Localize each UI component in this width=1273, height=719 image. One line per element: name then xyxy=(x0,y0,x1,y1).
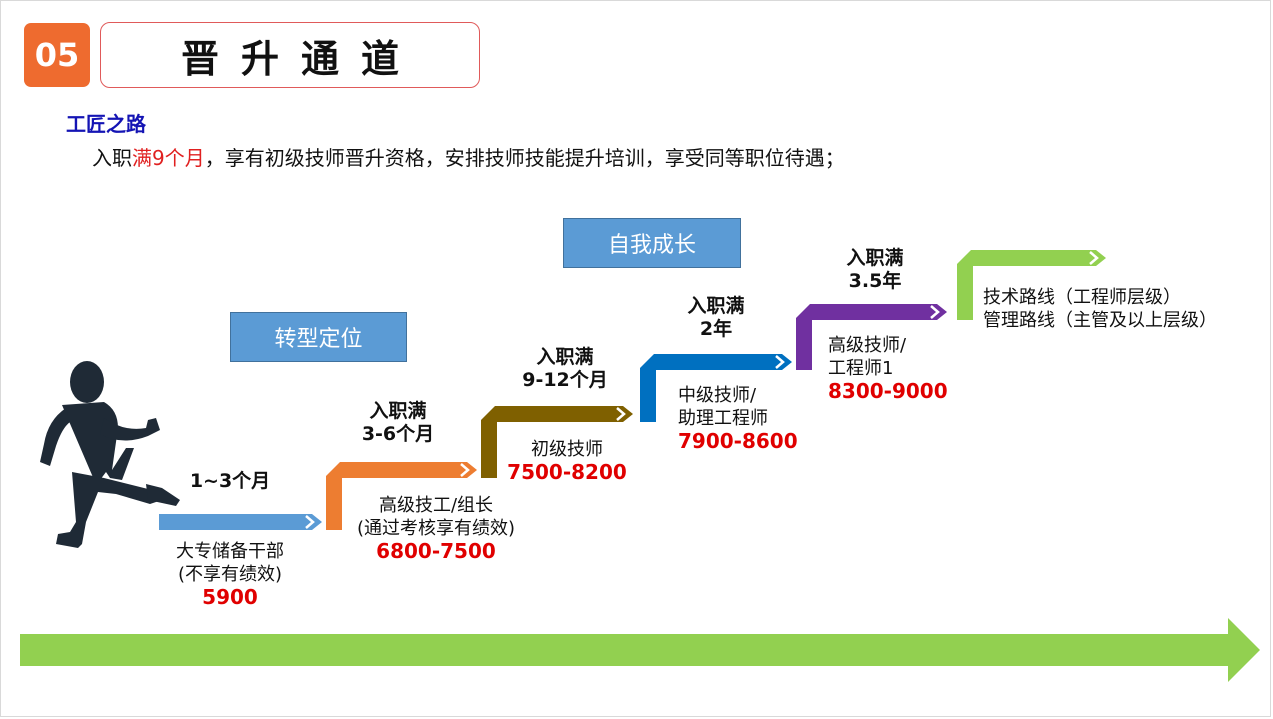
stage2-title: 高级技工/组长 (通过考核享有绩效) 6800-7500 xyxy=(336,494,536,563)
stage6-title-line2: 管理路线（主管及以上层级） xyxy=(983,310,1217,331)
stage5-duration-line2: 3.5年 xyxy=(848,270,902,292)
section-number-badge: 05 xyxy=(24,23,90,87)
step-arrow-6 xyxy=(957,250,1106,320)
intro-text: 入职满9个月，享有初级技师晋升资格，安排技师技能提升培训，享受同等职位待遇； xyxy=(92,142,845,171)
stage1-duration: 1~3个月 xyxy=(189,470,271,492)
stage4-duration-line1: 入职满 xyxy=(687,295,745,317)
stage2-duration: 入职满 3-6个月 xyxy=(348,400,448,446)
stage2-title-line1: 高级技工/组长 xyxy=(378,495,494,516)
page-title: 晋升通道 xyxy=(100,22,480,88)
step-arrow-4 xyxy=(640,354,792,422)
stage3-duration-line2: 9-12个月 xyxy=(522,369,608,391)
stage4-salary: 7900-8600 xyxy=(678,429,798,453)
step-arrow-2 xyxy=(326,462,477,530)
stage1-title-line1: 大专储备干部 xyxy=(176,541,284,562)
stage1-salary: 5900 xyxy=(202,585,258,609)
stage6-title-line1: 技术路线（工程师层级） xyxy=(983,287,1181,308)
chevron-6 xyxy=(1089,251,1099,265)
stage1-title: 大专储备干部 (不享有绩效) 5900 xyxy=(150,540,310,609)
stage4-duration-line2: 2年 xyxy=(699,318,733,340)
phase-box-growth: 自我成长 xyxy=(563,218,741,268)
stage3-duration: 入职满 9-12个月 xyxy=(510,346,620,392)
stage2-duration-line2: 3-6个月 xyxy=(361,423,435,445)
stage2-duration-line1: 入职满 xyxy=(369,400,427,422)
stage1-title-line2: (不享有绩效) xyxy=(177,564,283,585)
stage5-salary: 8300-9000 xyxy=(828,379,948,403)
stage4-title-line1: 中级技师/ xyxy=(678,385,757,406)
stage3-title: 初级技师 7500-8200 xyxy=(502,438,632,484)
stage2-title-line2: (通过考核享有绩效) xyxy=(356,518,516,539)
stage4-title: 中级技师/ 助理工程师 7900-8600 xyxy=(678,384,808,453)
stage5-title-line2: 工程师1 xyxy=(828,358,894,379)
person-climbing-icon xyxy=(40,361,180,548)
stage4-duration: 入职满 2年 xyxy=(666,295,766,341)
stage3-duration-line1: 入职满 xyxy=(536,346,594,368)
section-subtitle: 工匠之路 xyxy=(66,112,146,136)
stage5-duration: 入职满 3.5年 xyxy=(825,247,925,293)
stage4-title-line2: 助理工程师 xyxy=(678,408,768,429)
stage5-title-line1: 高级技师/ xyxy=(828,335,907,356)
stage2-salary: 6800-7500 xyxy=(376,539,496,563)
intro-highlight: 满9个月 xyxy=(132,146,205,170)
chevron-2 xyxy=(460,463,470,477)
step-arrow-3 xyxy=(481,406,633,478)
intro-rest: ，享有初级技师晋升资格，安排技师技能提升培训，享受同等职位待遇； xyxy=(204,146,845,170)
stage3-salary: 7500-8200 xyxy=(507,460,627,484)
stage5-title: 高级技师/ 工程师1 8300-9000 xyxy=(828,334,958,403)
chevron-4 xyxy=(775,355,785,369)
phase-box-transform: 转型定位 xyxy=(230,312,407,362)
chevron-3 xyxy=(616,407,626,421)
stage6-title: 技术路线（工程师层级） 管理路线（主管及以上层级） xyxy=(983,286,1263,332)
chevron-5 xyxy=(930,305,940,319)
step-arrow-1 xyxy=(159,514,322,530)
chevron-1 xyxy=(305,515,315,529)
arrow-chevrons xyxy=(305,251,1099,529)
intro-prefix: 入职 xyxy=(92,146,132,170)
stage3-title-line1: 初级技师 xyxy=(531,439,603,460)
stage5-duration-line1: 入职满 xyxy=(846,247,904,269)
timeline-arrow xyxy=(20,618,1260,682)
step-arrow-5 xyxy=(796,304,947,370)
